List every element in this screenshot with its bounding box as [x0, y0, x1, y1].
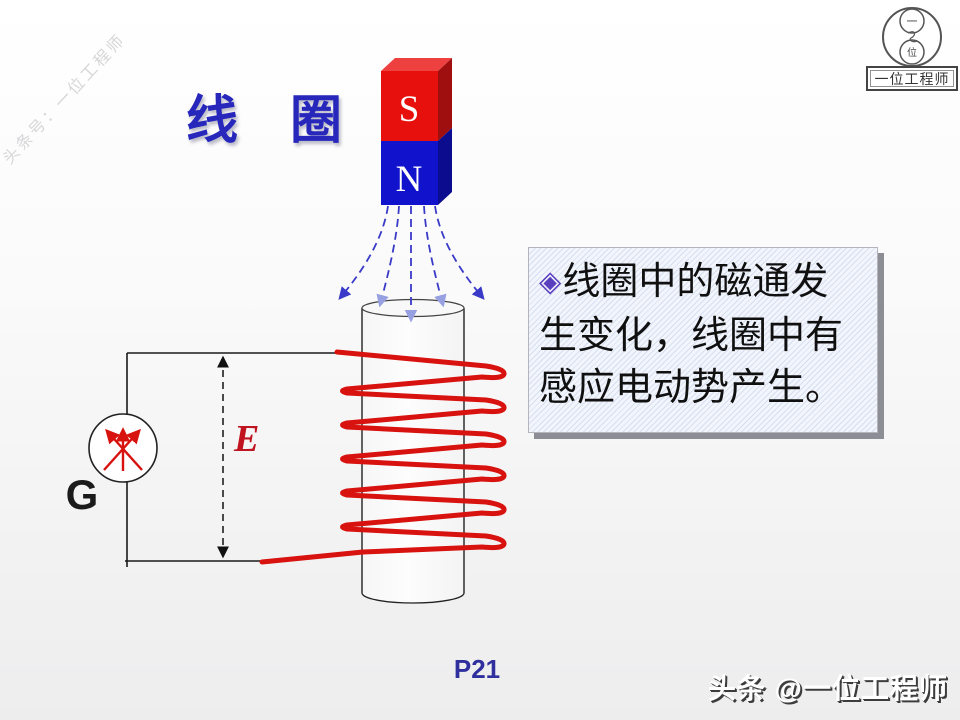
circuit-wires: [125, 352, 342, 567]
diamond-bullet-icon: ◈: [539, 264, 562, 298]
logo-box: [866, 66, 958, 91]
field-line: [376, 205, 400, 308]
field-line: [434, 205, 485, 300]
magnet: S N: [381, 58, 452, 205]
page-title: 线 圈: [186, 92, 343, 150]
logo-bottom-char: 位: [907, 46, 917, 59]
callout-line: 生变化，线圈中有: [539, 315, 844, 357]
field-line: [338, 205, 389, 300]
logo-box-label: 一位工程师: [875, 71, 950, 87]
logo-top-circle: [899, 8, 925, 34]
callout-box: ◈线圈中的磁通发 生变化，线圈中有 感应电动势产生。: [528, 247, 878, 433]
callout-line: ◈线圈中的磁通发: [539, 256, 873, 310]
magnet-n-label: N: [396, 159, 423, 200]
field-lines: [338, 205, 485, 323]
callout-line: 感应电动势产生。: [539, 367, 844, 409]
cylinder-top-ellipse: [361, 298, 465, 318]
logo-squiggle-icon: [907, 31, 918, 43]
galvanometer-needle-icon: [103, 427, 143, 471]
brand-logo: 一 位 一位工程师: [866, 7, 958, 91]
emf-label: E: [233, 418, 259, 460]
magnet-side-blue: [438, 128, 452, 205]
wire-bottom: [125, 560, 263, 567]
galvanometer: G: [66, 413, 158, 518]
logo-top-char: 一: [907, 16, 918, 28]
magnet-top-face: [381, 58, 452, 71]
callout-line-text: 线圈中的磁通发: [562, 261, 829, 303]
page-number: P21: [453, 654, 501, 684]
magnet-s-label: S: [399, 89, 420, 130]
magnet-s-pole: [381, 71, 438, 141]
coil: [259, 349, 507, 565]
field-line: [423, 205, 447, 308]
logo-box-inner-border: [870, 70, 954, 87]
logo-bottom-circle: [899, 39, 925, 65]
galvanometer-label: G: [66, 471, 99, 518]
watermark-bottom-right: 头条 @一位工程师: [707, 673, 948, 704]
magnet-n-pole: [381, 141, 438, 205]
magnet-side-red: [438, 58, 452, 141]
